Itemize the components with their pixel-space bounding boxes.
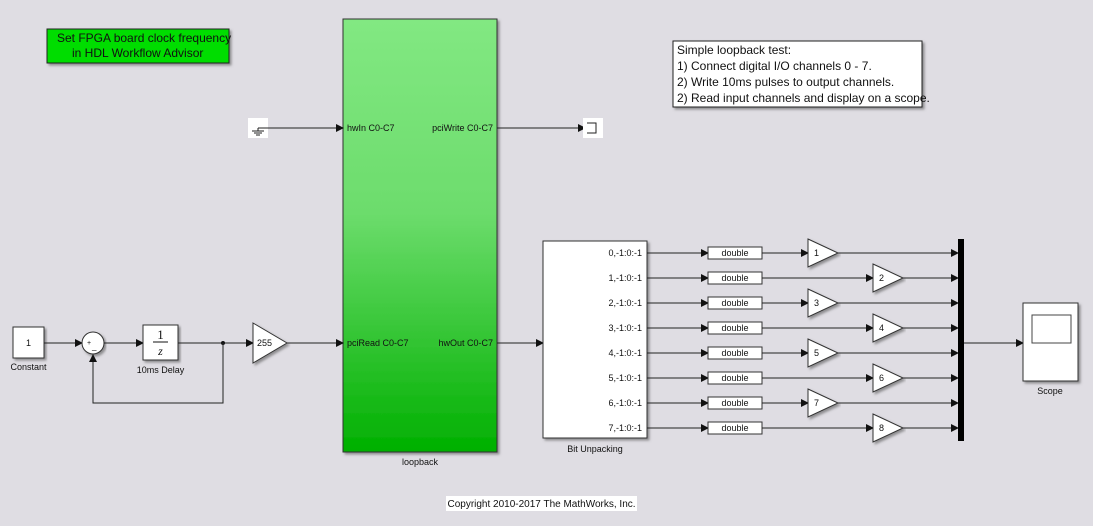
channel-gain-block[interactable]: 5 [807,338,840,368]
signal-feedback [89,343,224,404]
bit-unpacking-label: Bit Unpacking [567,444,623,454]
port-pciwrite: pciWrite C0-C7 [432,123,493,133]
bit-unpacking-port-label: 7,-1:0:-1 [608,423,642,433]
delay-block[interactable]: 1 z [142,324,179,361]
channel-gain-block[interactable]: 1 [807,238,840,268]
data-type-conversion-block[interactable]: double [707,346,763,360]
delay-denominator: z [157,344,163,358]
sum-plus-sign: + [87,340,91,347]
channel-gain-block[interactable]: 4 [872,313,905,343]
test-note-line-3: 2) Write 10ms pulses to output channels. [677,75,894,89]
bit-unpacking-port-label: 4,-1:0:-1 [608,348,642,358]
bit-unpacking-port-label: 1,-1:0:-1 [608,273,642,283]
channel-gain-block[interactable]: 6 [872,363,905,393]
channel-gain-value: 4 [879,323,884,333]
channel-gain-block[interactable]: 2 [872,263,905,293]
conversion-type: double [721,373,748,383]
bit-unpacking-port-label: 5,-1:0:-1 [608,373,642,383]
bit-unpacking-block[interactable] [542,240,648,439]
data-type-conversion-block[interactable]: double [707,246,763,260]
channel-gain-value: 2 [879,273,884,283]
constant-value: 1 [26,338,31,348]
channel-gain-block[interactable]: 7 [807,388,840,418]
test-note-line-1: Simple loopback test: [677,43,791,57]
ground-icon [252,128,264,136]
gain-255-block[interactable]: 255 [252,322,288,364]
scope-label: Scope [1037,386,1063,396]
fpga-note-line-2: in HDL Workflow Advisor [72,46,203,60]
conversion-type: double [721,248,748,258]
fpga-clock-note[interactable]: Set FPGA board clock frequency in HDL Wo… [46,28,231,64]
data-type-conversion-block[interactable]: double [707,421,763,435]
scope-block[interactable] [1022,302,1079,382]
port-hwin: hwIn C0-C7 [347,123,395,133]
copyright-text: Copyright 2010-2017 The MathWorks, Inc. [447,499,635,510]
test-note-line-4: 2) Read input channels and display on a … [677,91,930,105]
data-type-conversion-block[interactable]: double [707,321,763,335]
constant-block[interactable]: 1 [12,326,45,359]
test-note-line-2: 1) Connect digital I/O channels 0 - 7. [677,59,872,73]
mux-block[interactable] [958,239,964,441]
channel-group: 0,-1:0:-1 double 1 1,-1:0:-1 double 2 2,-1:0:-… [608,238,959,443]
delay-label: 10ms Delay [137,365,185,375]
channel-gain-block[interactable]: 3 [807,288,840,318]
port-pciread: pciRead C0-C7 [347,338,409,348]
delay-numerator: 1 [157,327,164,342]
port-hwout: hwOut C0-C7 [438,338,493,348]
channel-gain-value: 8 [879,423,884,433]
bit-unpacking-port-label: 0,-1:0:-1 [608,248,642,258]
channel-gain-value: 6 [879,373,884,383]
conversion-type: double [721,423,748,433]
bit-unpacking-port-label: 3,-1:0:-1 [608,323,642,333]
conversion-type: double [721,298,748,308]
fpga-note-line-1: Set FPGA board clock frequency [57,31,231,45]
loopback-subsystem[interactable]: hwIn C0-C7 pciWrite C0-C7 pciRead C0-C7 … [342,18,498,453]
channel-gain-value: 5 [814,348,819,358]
channel-gain-value: 1 [814,248,819,258]
bit-unpacking-port-label: 2,-1:0:-1 [608,298,642,308]
channel-gain-block[interactable]: 8 [872,413,905,443]
data-type-conversion-block[interactable]: double [707,396,763,410]
loopback-label: loopback [402,457,439,467]
data-type-conversion-block[interactable]: double [707,296,763,310]
conversion-type: double [721,323,748,333]
data-type-conversion-block[interactable]: double [707,271,763,285]
loopback-test-note[interactable]: Simple loopback test: 1) Connect digital… [672,40,930,108]
scope-screen-icon [1031,314,1072,344]
constant-label: Constant [10,362,47,372]
bit-unpacking-port-label: 6,-1:0:-1 [608,398,642,408]
conversion-type: double [721,348,748,358]
sum-minus-sign: _ [91,342,97,351]
data-type-conversion-block[interactable]: double [707,371,763,385]
conversion-type: double [721,398,748,408]
channel-gain-value: 7 [814,398,819,408]
channel-gain-value: 3 [814,298,819,308]
terminator-icon [587,122,597,134]
gain-255-value: 255 [257,338,272,348]
conversion-type: double [721,273,748,283]
terminator-block[interactable] [583,118,603,138]
sum-block[interactable]: + _ [81,331,105,355]
